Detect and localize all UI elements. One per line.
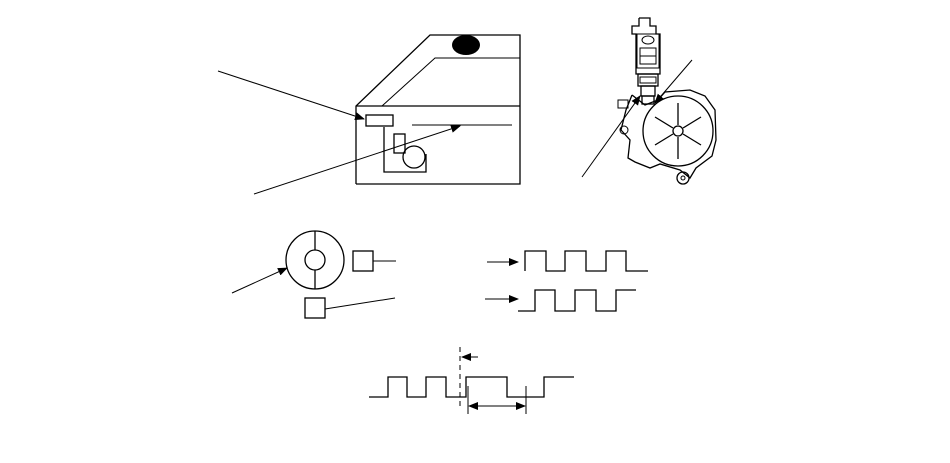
regulator-motor-body (393, 133, 406, 154)
door-handle-knob (452, 35, 480, 55)
hall-sensor-b (304, 297, 396, 319)
motor-gear-wheel (642, 95, 714, 167)
window-motor-assembly (581, 17, 717, 185)
regulator-gear (402, 145, 426, 169)
pulse-sensor-ring (231, 230, 345, 294)
hall-sensor-a (352, 250, 396, 272)
pulse-signal-a (487, 250, 648, 272)
pulse-timing-signal (369, 347, 574, 414)
door-panel (217, 34, 521, 195)
pulse-signal-b (485, 289, 636, 312)
switch-unit (365, 114, 394, 127)
